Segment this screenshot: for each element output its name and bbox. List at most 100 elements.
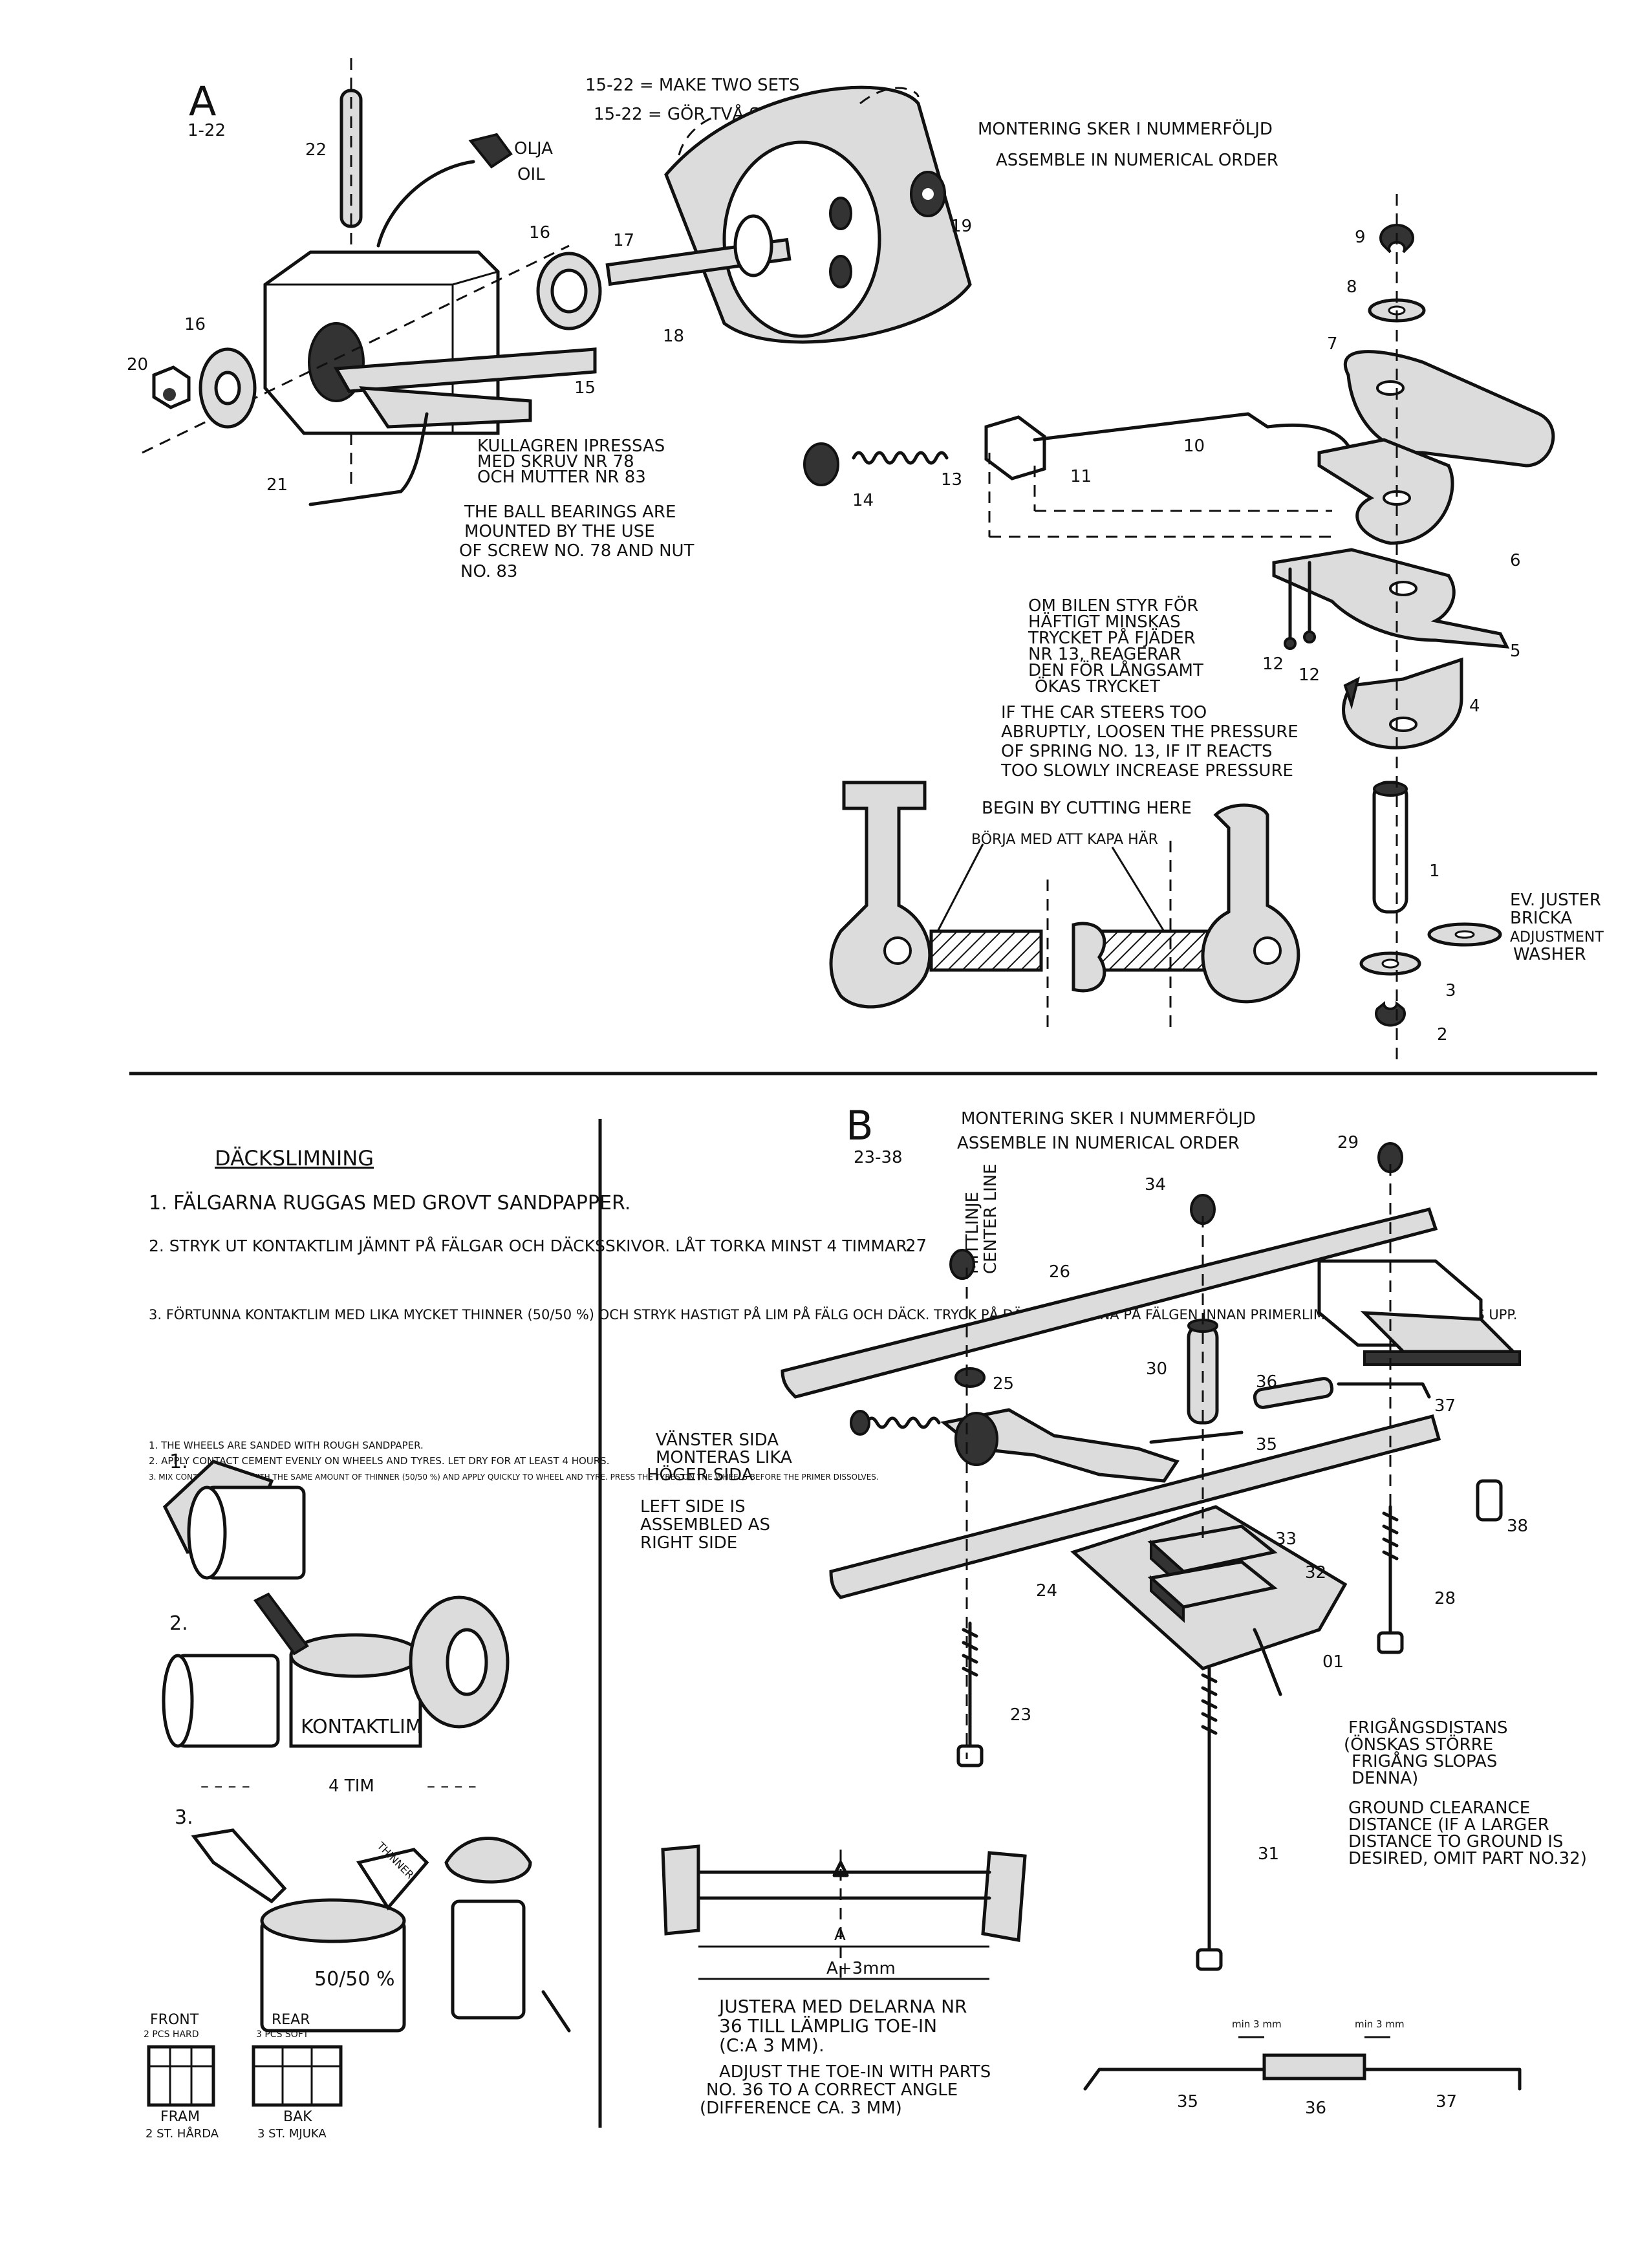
screws-part-12 [1284, 561, 1316, 650]
rod-part-10 [988, 412, 1353, 538]
part-label: 33 [1275, 1529, 1297, 1549]
clearance-note-line: DISTANCE TO GROUND IS [1348, 1832, 1563, 1852]
steer-note-en-line: OF SPRING NO. 13, IF IT REACTS [1001, 742, 1273, 761]
part-label: 34 [1145, 1175, 1166, 1194]
part-label: 35 [1177, 2092, 1198, 2111]
part-label: 1 [1429, 861, 1440, 881]
left-side-note-line: RIGHT SIDE [640, 1533, 737, 1553]
part-label: 25 [993, 1374, 1014, 1394]
can-label: KONTAKTLIM [301, 1716, 422, 1738]
circlip-part-2 [1375, 1000, 1406, 1027]
washer-note-line: EV. JUSTER [1510, 891, 1601, 910]
part-label: 14 [852, 491, 874, 510]
section-a-letter: A [189, 78, 216, 125]
steer-note: OM BILEN STYR FÖR HÄFTIGT MINSKAS TRYCKE… [1000, 595, 1299, 781]
gluing-step-en: 1. THE WHEELS ARE SANDED WITH ROUGH SAND… [149, 1440, 424, 1451]
screw-part-28 [1377, 1505, 1404, 1654]
brush-can-illustration [162, 1592, 510, 1748]
part-label: 29 [1337, 1133, 1359, 1152]
fig-number: 3. [175, 1806, 193, 1829]
frame-rail-part-24 [829, 1414, 1441, 1599]
rear-en-sub: 3 PCS SOFT [256, 2029, 309, 2040]
order-sv-a: MONTERING SKER I NUMMERFÖLJD [978, 118, 1273, 139]
part-label: 22 [305, 140, 327, 160]
screw-part-21 [308, 412, 429, 506]
part-label: 4 [1469, 697, 1480, 716]
oil-en: OIL [517, 165, 545, 184]
nut-part-27 [949, 1249, 975, 1280]
part-labels-a-right: 9 8 7 10 11 13 14 6 12 12 5 4 1 3 2 [852, 228, 1521, 1044]
part-label: 27 [905, 1237, 927, 1256]
toe-note-line: ADJUST THE TOE-IN WITH PARTS [719, 2062, 991, 2082]
center-line-en: CENTER LINE [981, 1163, 1000, 1274]
thinner-mixing-illustration [191, 1828, 571, 2033]
part-label: 20 [127, 355, 148, 374]
bearing-housing [142, 244, 597, 454]
make-two-sets-en: 15-22 = MAKE TWO SETS [585, 76, 799, 95]
order-en-a: ASSEMBLE IN NUMERICAL ORDER [996, 151, 1278, 170]
clearance-arrow [1253, 1628, 1282, 1696]
bearing-note-sv-line: OCH MUTTER NR 83 [477, 468, 646, 487]
part-label: 30 [1146, 1359, 1167, 1379]
toe-in-diagram [661, 1844, 1027, 1985]
clearance-note-line: FRIGÅNGSDISTANS [1348, 1717, 1508, 1738]
part-label: 3 [1445, 981, 1456, 1000]
bearing-note-en-line: THE BALL BEARINGS ARE [464, 502, 676, 522]
part-label: 24 [1036, 1581, 1057, 1601]
part-label: 32 [1305, 1563, 1326, 1582]
steer-note-sv-line: DEN FÖR LÅNGSAMT [1028, 660, 1203, 680]
nut-part-19 [910, 171, 946, 217]
part-labels-b: 29 34 27 26 25 30 36 37 35 33 32 38 24 2… [905, 1133, 1528, 1864]
section-b-range: 23-38 [854, 1148, 903, 1167]
divider-label: 4 TIM [329, 1777, 374, 1796]
pin-part-22 [339, 58, 363, 278]
part-label: 36 [1305, 2099, 1326, 2118]
washer-part-3 [1359, 951, 1421, 976]
gluing-step-sv: 3. FÖRTUNNA KONTAKTLIM MED LIKA MYCKET T… [149, 1306, 1517, 1323]
steer-note-sv-line: ÖKAS TRYCKET [1035, 676, 1160, 697]
bearing-part-16-left [199, 347, 257, 429]
part-label: 21 [266, 475, 288, 495]
part-label: 11 [1070, 467, 1092, 486]
part-label: 38 [1507, 1517, 1528, 1536]
part-label: 26 [1049, 1262, 1070, 1282]
fig-number: 1. [169, 1451, 188, 1473]
part-label: 16 [184, 315, 206, 334]
steer-note-sv-line: HÄFTIGT MINSKAS [1028, 611, 1181, 632]
bearing-note-sv-line: MED SKRUV NR 78 [477, 452, 634, 471]
part-label: 23 [1010, 1705, 1031, 1725]
tyre-hardness-legend: FRONT 2 PCS HARD REAR 3 PCS SOFT FRAM 2 … [144, 2012, 343, 2141]
part-label: 19 [951, 217, 972, 236]
part-label: 17 [613, 231, 634, 250]
part-label: 01 [1322, 1652, 1344, 1672]
bearing-note-en-line: OF SCREW NO. 78 AND NUT [459, 541, 695, 561]
part-labels-a: 22 16 17 18 19 16 20 15 21 [127, 140, 972, 495]
axle-part-17 [605, 214, 792, 286]
washer-note-line: WASHER [1513, 945, 1586, 964]
motor-block [1317, 1259, 1521, 1366]
cut-sv: BÖRJA MED ATT KAPA HÄR [971, 831, 1158, 848]
min3-left: min 3 mm [1232, 2018, 1282, 2030]
dim-a3: A+3mm [826, 1959, 896, 1978]
arm-part-6 [1317, 438, 1454, 545]
cut-en: BEGIN BY CUTTING HERE [982, 799, 1192, 818]
clip-part-38 [1476, 1479, 1503, 1522]
oil-sv: OLJA [514, 139, 553, 158]
steer-note-en-line: ABRUPTLY, LOOSEN THE PRESSURE [1001, 722, 1299, 742]
part-label: 2 [1437, 1025, 1448, 1044]
part-label: 31 [1258, 1844, 1279, 1864]
steer-note-en-line: IF THE CAR STEERS TOO [1001, 703, 1207, 722]
bracket-part-4 [1342, 657, 1463, 750]
part-label: 5 [1510, 642, 1521, 661]
part-label: 37 [1434, 1396, 1456, 1416]
clearance-note-line: (ÖNSKAS STÖRRE [1344, 1734, 1493, 1755]
part-label: 15 [574, 378, 596, 398]
washer-note-line: ADJUSTMENT [1510, 929, 1604, 945]
cutting-diagram [829, 781, 1300, 1035]
order-en-b: ASSEMBLE IN NUMERICAL ORDER [957, 1134, 1240, 1153]
nut-part-20 [152, 365, 191, 409]
toe-note-line: (DIFFERENCE CA. 3 MM) [700, 2099, 902, 2118]
tyre-gluing-section: DÄCKSLIMNING 1. FÄLGARNA RUGGAS MED GROV… [144, 1146, 1517, 2141]
rear-sv-sub: 3 ST. MJUKA [257, 2127, 327, 2141]
